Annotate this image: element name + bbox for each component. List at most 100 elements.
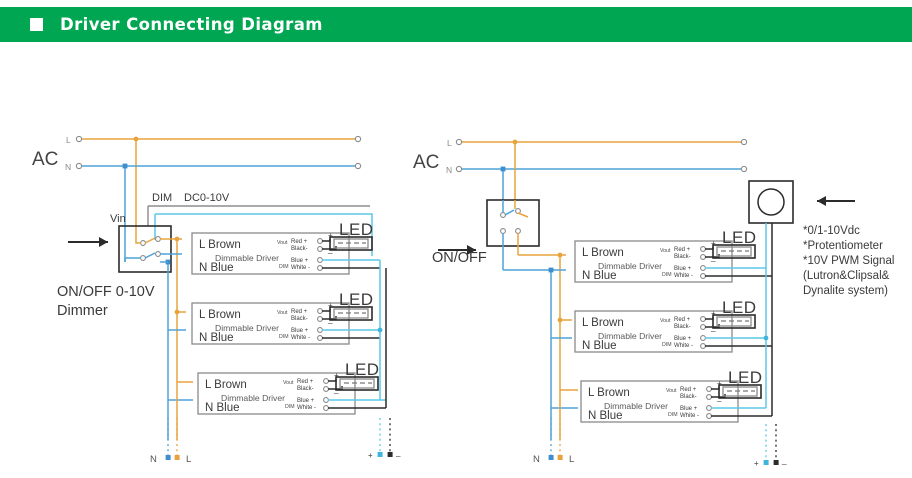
right-driver-2: L Brown Dimmable Driver N Blue Vout DIM … [574,298,772,353]
junction-dot [122,163,128,169]
driver-dim-pos-terminal [317,257,323,263]
driver-dim-label: DIM [285,404,295,410]
junction-dot [557,252,563,258]
driver-out-neg-terminal [323,386,329,392]
driver-dim-pos: Blue + [674,336,692,342]
driver-dim-label: DIM [662,272,672,278]
dimmer-contact-neutral [140,255,146,261]
dimmer-contact-neutral-out [155,251,161,257]
right-note-line-2: *Protentiometer [803,240,883,252]
led-module-inner [716,246,752,257]
right-ac-neutral-terminal [455,165,463,173]
driver-out-neg-wire [711,394,726,398]
dimmer-switch-blade-live [144,237,156,244]
driver-dim-neg-terminal [706,413,712,419]
left-ac-neutral-terminal [75,162,83,170]
rotary-knob-icon[interactable] [757,188,785,216]
right-ac-label: AC [413,152,439,173]
driver-dim-label: DIM [668,412,678,418]
switch-contact-live-top [515,208,521,214]
driver-dim-pos-terminal [700,265,706,271]
right-note-line-4: (Lutron&Clipsal& [803,270,890,282]
driver-out-pos: Red + [674,317,691,323]
left-bottom-sig-pos-dot [377,452,383,457]
left-bottom-live-label: L [186,454,191,465]
switch-contact-neutral-top [500,212,506,218]
dimmer-live-in [135,232,141,244]
driver-live-label: L Brown [582,317,624,329]
driver-name: Dimmable Driver [598,331,662,341]
driver-out-neg-terminal [700,324,706,330]
driver-live-label: L Brown [199,309,241,321]
dimmer-contact-live [140,240,146,246]
driver-neutral-label: N Blue [199,262,234,274]
driver-dim-neg: White - [680,413,699,419]
led-module [329,306,373,321]
driver-dim-neg: White - [674,343,693,349]
left-diagram: AC L N DIM DC0-10V [32,135,401,465]
led-label: LED [339,220,374,239]
driver-out-neg-terminal [706,394,712,400]
driver-out-pos: Red + [680,387,697,393]
led-plus: + [717,379,722,388]
driver-out-pos-terminal [700,246,706,252]
driver-dim-neg: White - [291,335,310,341]
led-module-inner [333,238,369,249]
driver-out-neg-wire [705,324,720,328]
driver-dim-pos-terminal [700,335,706,341]
onoff-switch-box[interactable] [486,199,540,247]
driver-neutral-label: N Blue [582,340,617,352]
led-module-inner [722,386,758,397]
driver-out-pos: Red + [291,239,308,245]
driver-dim-neg: White - [674,273,693,279]
driver-name: Dimmable Driver [598,261,662,271]
driver-name: Dimmable Driver [604,401,668,411]
led-label: LED [345,360,380,379]
led-module [712,244,756,259]
junction-dot [500,166,506,172]
arrow-left-icon [817,196,826,206]
driver-body [197,372,356,415]
led-plus: + [328,231,333,240]
left-ac-live-terminal [75,135,83,143]
left-driver-2: L Brown Dimmable Driver N Blue Vout DIM … [191,290,380,345]
led-module [329,236,373,251]
led-plus: + [711,309,716,318]
dimmer-contact-live-out [155,236,161,242]
junction-dot [512,139,518,145]
driver-body [574,240,733,283]
led-module-inner [716,316,752,327]
led-label: LED [728,368,763,387]
left-bottom-neutral-label: N [150,454,157,465]
square-bullet-icon [30,18,43,31]
driver-dim-label: DIM [279,264,289,270]
driver-out-pos-terminal [323,378,329,384]
right-ac-live-terminal [455,138,463,146]
left-driver-3: L Brown Dimmable Driver N Blue Vout DIM … [197,360,386,415]
left-bottom-neutral-dot [165,455,171,460]
driver-live-label: L Brown [582,247,624,259]
left-bottom-sig-neg-label: _ [395,448,401,457]
driver-neutral-label: N Blue [199,332,234,344]
dimmer-box[interactable] [118,225,172,273]
junction-dot [377,327,383,333]
right-bottom-sig-neg-label: _ [781,456,787,465]
driver-out-pos-terminal [317,238,323,244]
led-label: LED [722,298,757,317]
left-live-bus-end [354,135,362,143]
driver-out-neg: Black- [674,324,691,330]
right-bottom-live-dot [557,455,563,460]
right-bottom-sig-neg-dot [773,460,779,465]
driver-out-pos: Red + [297,379,314,385]
junction-dot [174,236,180,242]
potentiometer-box[interactable] [748,180,794,224]
driver-out-pos: Red + [674,247,691,253]
driver-name: Dimmable Driver [221,393,285,403]
driver-vout-label: Vout [666,388,677,394]
left-ac-label: AC [32,149,58,170]
led-module [335,376,379,391]
dimmer-switch-blade-neutral [144,252,156,259]
right-switch-caption: ON/OFF [432,250,487,266]
junction-dot [763,335,769,341]
